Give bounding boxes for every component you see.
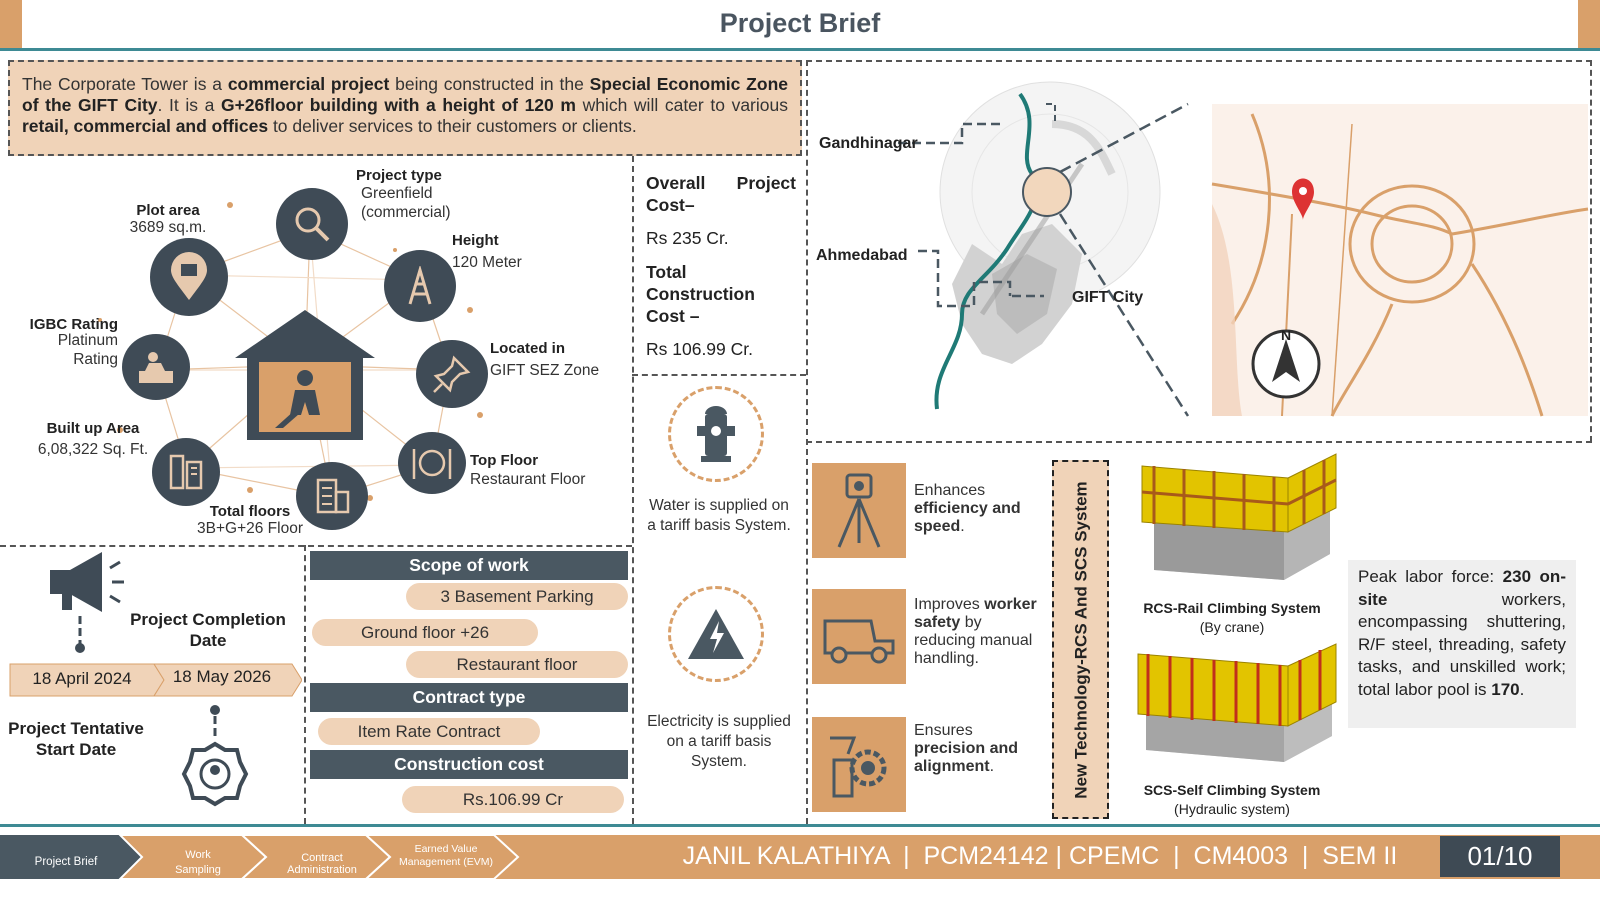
magnifier-icon bbox=[276, 188, 348, 260]
plate-cutlery-icon bbox=[398, 432, 466, 494]
scope-header: Scope of work bbox=[310, 551, 628, 580]
labor-note: Peak labor force: 230 on-site workers, e… bbox=[1348, 560, 1576, 728]
electricity-icon bbox=[668, 586, 764, 682]
scs-title: SCS-Self Climbing System bbox=[1143, 782, 1321, 798]
dump-truck-icon bbox=[812, 589, 906, 684]
map-right-border bbox=[1590, 60, 1592, 442]
ahmedabad-label: Ahmedabad bbox=[816, 247, 908, 264]
footer-tab-work-sampling[interactable]: Work Sampling bbox=[175, 849, 221, 876]
tech-benefit-3: Ensures precision and alignment. bbox=[914, 722, 1019, 775]
divider-v1 bbox=[632, 156, 634, 824]
intro-paragraph: The Corporate Tower is a commercial proj… bbox=[8, 60, 802, 156]
contract-header: Contract type bbox=[310, 683, 628, 712]
gift-city-label: GIFT City bbox=[1072, 289, 1144, 306]
rcs-title: RCS-Rail Climbing System bbox=[1143, 600, 1321, 616]
north-label: N bbox=[1281, 327, 1291, 343]
divider-h1 bbox=[0, 545, 632, 547]
header-divider bbox=[0, 48, 1600, 51]
apartment-building-icon bbox=[296, 462, 368, 530]
footer-tab-evm[interactable]: Earned Value Management (EVM) bbox=[399, 843, 493, 868]
tech-title-box bbox=[1052, 460, 1109, 819]
scs-subtitle: (Hydraulic system) bbox=[1174, 801, 1290, 817]
divider-h3 bbox=[806, 441, 1592, 443]
completion-date-value: 18 May 2026 bbox=[172, 667, 272, 686]
fire-hydrant-icon bbox=[668, 386, 764, 482]
footer-divider bbox=[0, 824, 1600, 827]
map-top-border bbox=[806, 60, 1592, 62]
divider-h2 bbox=[632, 374, 806, 376]
tech-benefit-1: Enhances efficiency and speed. bbox=[914, 482, 1021, 535]
house-worker-icon bbox=[235, 310, 375, 440]
page-number: 01/10 bbox=[1440, 836, 1560, 877]
construction-cost-value: Rs 106.99 Cr. bbox=[646, 339, 753, 359]
divider-v3 bbox=[304, 545, 306, 824]
footer-author: JANIL KALATHIYA | PCM24142 | CPEMC | CM4… bbox=[682, 842, 1398, 870]
construction-cost-header: Construction cost bbox=[310, 750, 628, 779]
contract-value: Item Rate Contract bbox=[318, 718, 540, 745]
start-date-value: 18 April 2024 bbox=[32, 669, 132, 688]
scope-item: Restaurant floor bbox=[406, 651, 628, 678]
rcs-image bbox=[1141, 453, 1337, 580]
scope-item: 3 Basement Parking bbox=[406, 583, 628, 610]
surveyor-tripod-icon bbox=[812, 463, 906, 558]
gear-ruler-icon bbox=[812, 717, 906, 812]
award-badge-icon bbox=[181, 705, 249, 807]
megaphone-icon bbox=[50, 552, 124, 653]
header-accent-right bbox=[1578, 0, 1600, 48]
start-date-label: Project Tentative Start Date bbox=[8, 719, 144, 759]
overall-cost-value: Rs 235 Cr. bbox=[646, 228, 729, 248]
footer-tab-contract-admin[interactable]: Contract Administration bbox=[287, 852, 357, 876]
completion-date-label: Project Completion Date bbox=[130, 610, 286, 650]
building-plan-icon bbox=[152, 438, 220, 506]
gandhinagar-label: Gandhinagar bbox=[819, 135, 918, 152]
ladder-icon bbox=[384, 250, 456, 322]
location-pin-icon bbox=[150, 238, 228, 316]
cost-block: Overall Project Cost– Rs 235 Cr. Total C… bbox=[646, 172, 796, 360]
rcs-subtitle: (By crane) bbox=[1199, 619, 1265, 635]
footer-tab-project-brief[interactable]: Project Brief bbox=[34, 856, 98, 868]
tech-benefit-2: Improves worker safety by reducing manua… bbox=[914, 596, 1037, 667]
bricklayer-icon bbox=[122, 334, 190, 400]
scs-image bbox=[1137, 643, 1337, 762]
overall-cost-label: Overall Project Cost– bbox=[646, 173, 796, 215]
pushpin-icon bbox=[416, 340, 488, 408]
tech-title: New Technology-RCS And SCS System bbox=[1071, 481, 1091, 799]
location-map: N bbox=[898, 81, 1589, 417]
scope-item: Ground floor +26 bbox=[312, 619, 538, 646]
construction-cost-label: Total Construction Cost – bbox=[646, 262, 755, 326]
page-title: Project Brief bbox=[719, 8, 881, 38]
water-text: Water is supplied on a tariff basis Syst… bbox=[647, 497, 791, 534]
electricity-text: Electricity is supplied on a tariff basi… bbox=[647, 713, 791, 770]
header-accent-left bbox=[0, 0, 22, 48]
timeline-arrows bbox=[9, 663, 302, 697]
construction-cost-pill: Rs.106.99 Cr bbox=[402, 786, 624, 813]
footer-tabs bbox=[0, 835, 520, 879]
